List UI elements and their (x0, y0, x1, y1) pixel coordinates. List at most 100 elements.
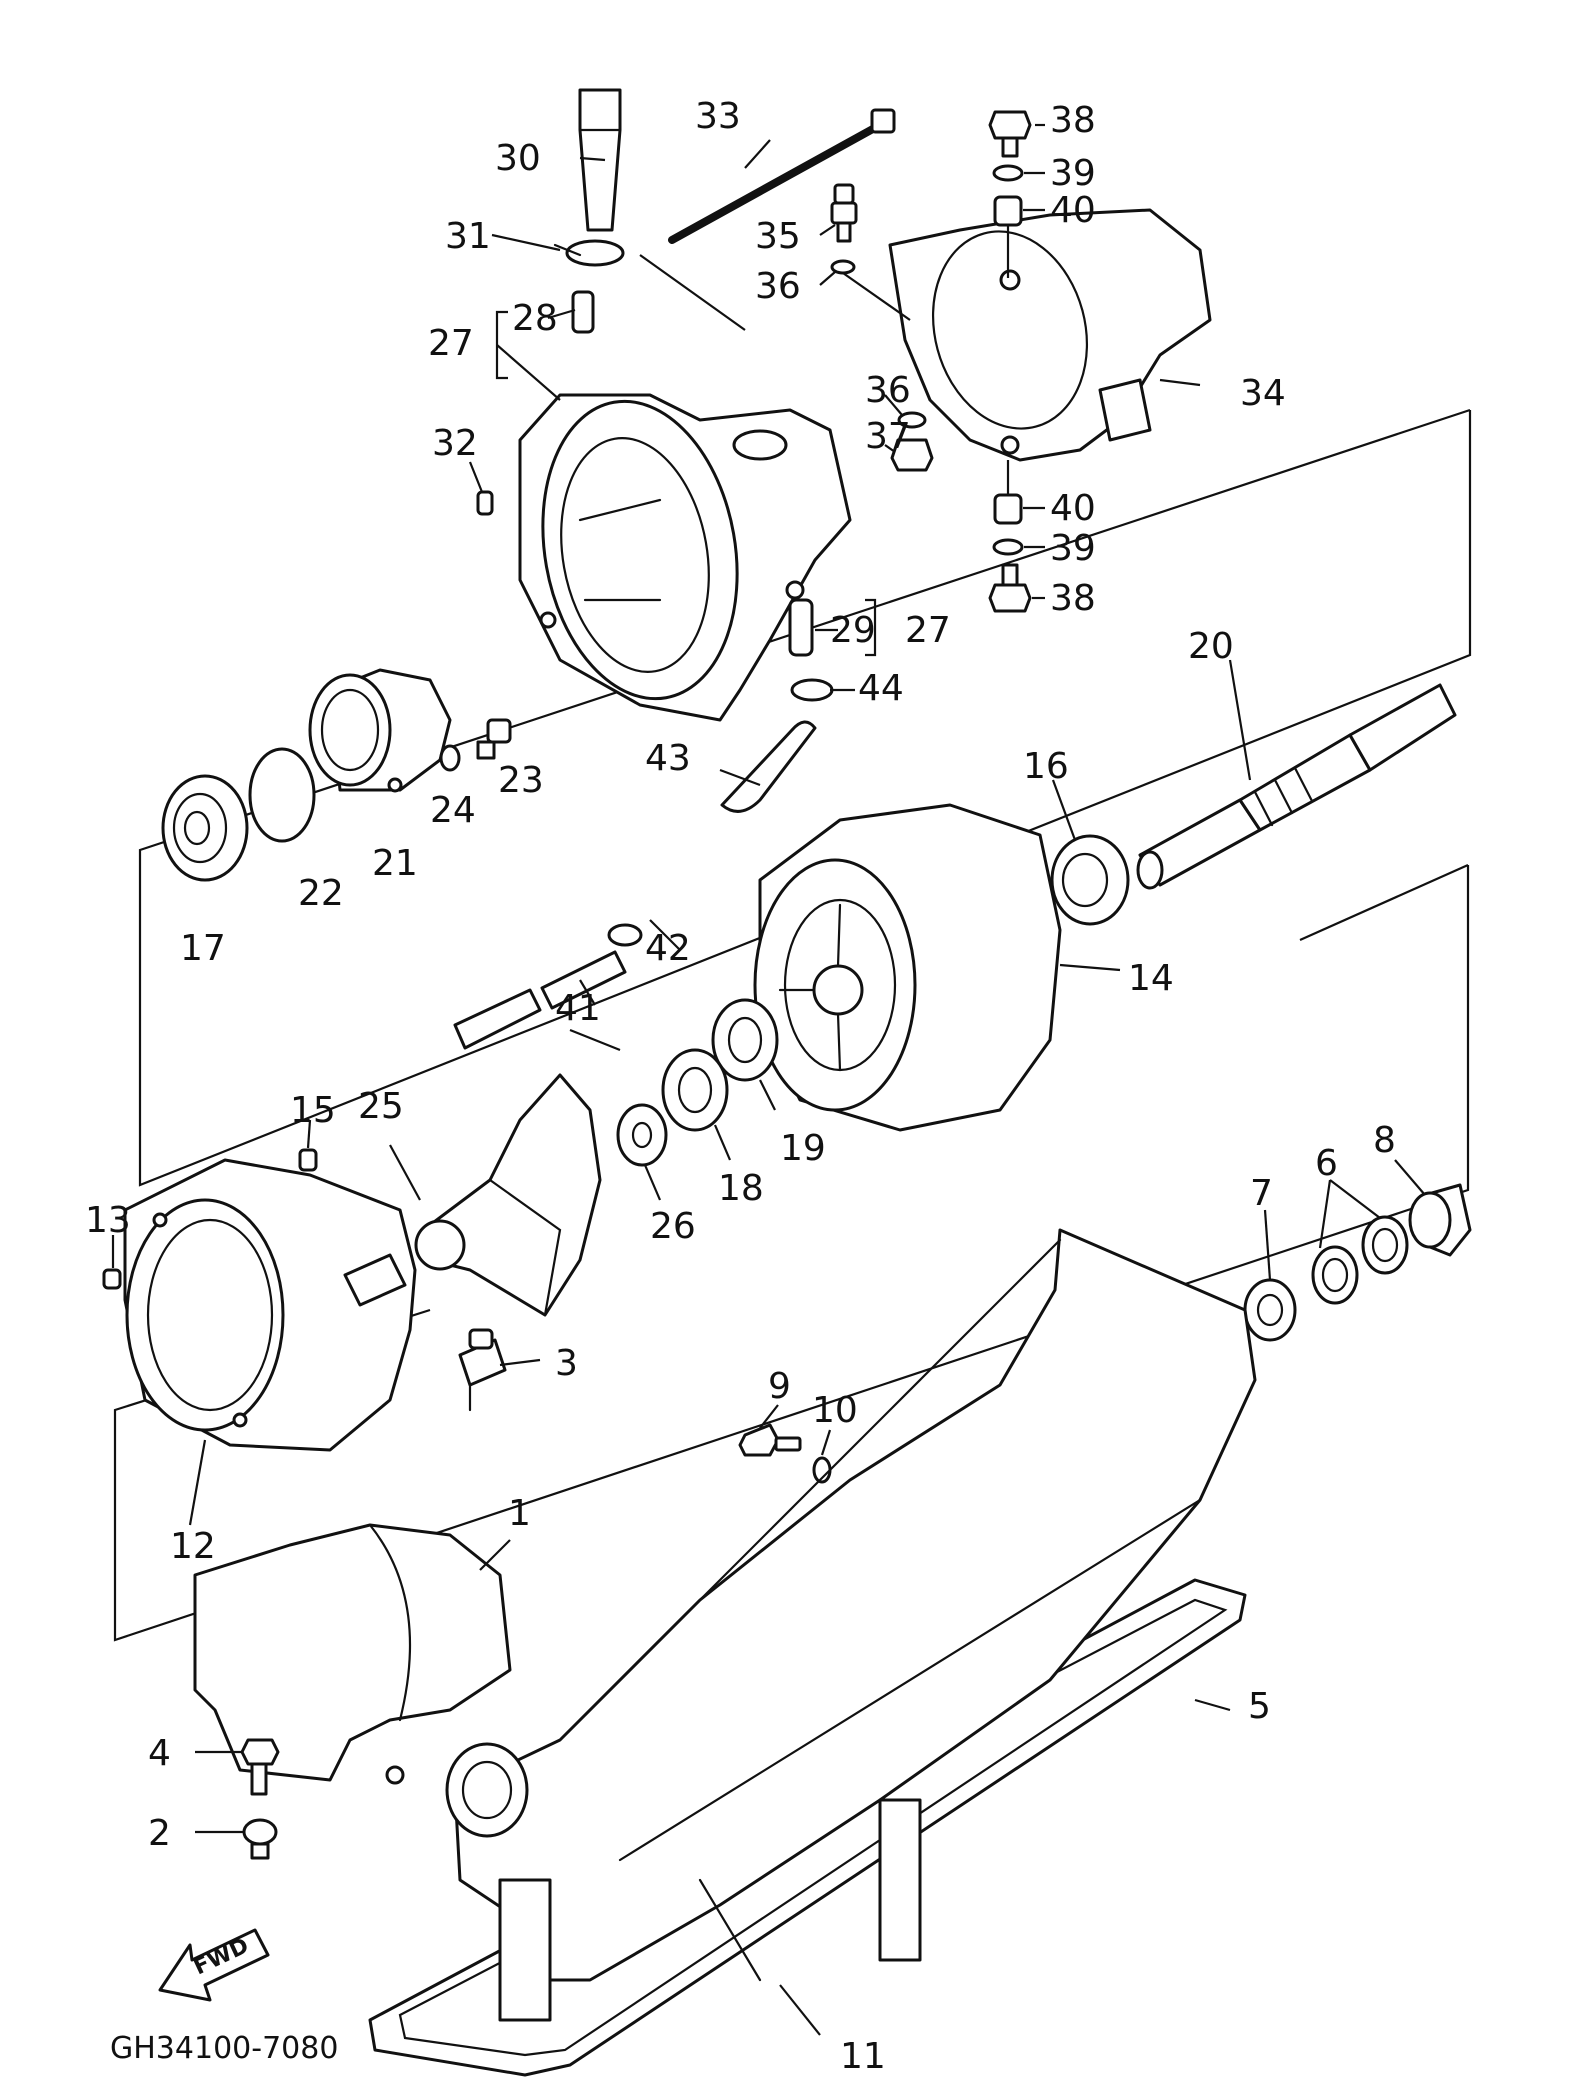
part-19-seal (711, 998, 779, 1082)
part-2-nut (242, 1818, 278, 1860)
callout-33: 33 (695, 96, 741, 137)
part-33-long-bolt (668, 108, 896, 244)
part-26-washer (616, 1103, 668, 1167)
callout-14: 14 (1128, 958, 1174, 999)
callout-43: 43 (645, 738, 691, 779)
callout-16: 16 (1023, 746, 1069, 787)
callout-8: 8 (1373, 1120, 1396, 1161)
callout-18: 18 (718, 1168, 764, 1209)
part-9-bolt (738, 1423, 802, 1457)
callout-13: 13 (85, 1200, 131, 1241)
callout-38-lower: 38 (1050, 578, 1096, 619)
part-20-drive-shaft (1136, 683, 1457, 890)
part-6-seals (1311, 1215, 1409, 1305)
part-40-collar-upper (993, 195, 1023, 227)
callout-36-upper: 36 (755, 266, 801, 307)
part-7-spline-gear (1243, 1278, 1297, 1342)
part-44-clamp (790, 678, 834, 702)
part-25-impeller (414, 1073, 602, 1317)
callout-3: 3 (555, 1343, 578, 1384)
callout-44: 44 (858, 668, 904, 709)
part-43-hose (720, 720, 817, 813)
callout-34: 34 (1240, 373, 1286, 414)
callout-27-lower: 27 (905, 610, 951, 651)
part-18-bearing (661, 1048, 729, 1132)
callout-35: 35 (755, 216, 801, 257)
part-31-clip (553, 239, 625, 267)
callout-39-upper: 39 (1050, 153, 1096, 194)
callout-17: 17 (180, 928, 226, 969)
part-5-intake-duct (445, 1228, 1257, 2022)
callout-labels: 1 2 3 4 5 6 7 8 9 10 11 12 13 14 15 16 1… (85, 96, 1396, 2077)
callout-27-upper: 27 (428, 323, 474, 364)
callout-38-upper: 38 (1050, 100, 1096, 141)
part-38-bolt-upper (988, 110, 1032, 158)
callout-22: 22 (298, 873, 344, 914)
part-22-o-ring (248, 747, 316, 843)
callout-39-lower: 39 (1050, 528, 1096, 569)
part-21-cap-housing (308, 668, 452, 793)
fwd-direction-arrow-icon (158, 1928, 270, 2002)
callout-31: 31 (445, 216, 491, 257)
callout-1: 1 (508, 1493, 531, 1534)
part-28-pin (571, 290, 595, 334)
part-35-grease-fitting (830, 183, 858, 243)
leader-33 (639, 254, 746, 331)
callout-15: 15 (290, 1090, 336, 1131)
callout-2: 2 (148, 1813, 171, 1854)
callout-28: 28 (512, 298, 558, 339)
callout-11: 11 (840, 2036, 886, 2077)
part-14-impeller-housing (753, 803, 1062, 1132)
callout-25: 25 (358, 1086, 404, 1127)
callout-29: 29 (830, 610, 876, 651)
part-3-anode (458, 1328, 507, 1412)
callout-10: 10 (812, 1390, 858, 1431)
part-12-pump-housing (123, 1158, 417, 1452)
part-38-bolt-lower (988, 563, 1032, 613)
callout-26: 26 (650, 1206, 696, 1247)
callout-23: 23 (498, 760, 544, 801)
callout-24: 24 (430, 790, 476, 831)
part-13-dowel (102, 1268, 122, 1290)
part-27-nozzle-housing (518, 393, 852, 722)
callout-42: 42 (645, 928, 691, 969)
callout-32: 32 (432, 423, 478, 464)
part-8-cap (1408, 1183, 1472, 1257)
leader-lines (111, 123, 1426, 2036)
part-39-washer-upper (992, 164, 1024, 182)
part-39-washer-lower (992, 538, 1024, 556)
part-1-cover (193, 1523, 512, 1785)
callout-19: 19 (780, 1128, 826, 1169)
part-4-bolt (240, 1738, 280, 1796)
callout-6: 6 (1315, 1143, 1338, 1184)
part-15-key (298, 1148, 318, 1172)
part-40-collar-lower (993, 493, 1023, 525)
callout-30: 30 (495, 138, 541, 179)
callout-12: 12 (170, 1526, 216, 1567)
part-23-bolt (476, 718, 512, 760)
part-24-washer (439, 744, 461, 772)
part-17-bearing (161, 774, 249, 882)
part-37-nut (890, 438, 934, 472)
callout-5: 5 (1248, 1686, 1271, 1727)
callout-40-upper: 40 (1050, 190, 1096, 231)
part-34-deflector (888, 208, 1212, 462)
part-41-pipe (453, 950, 627, 1050)
callout-37: 37 (865, 416, 911, 457)
part-42-clamp (607, 923, 643, 947)
callout-41: 41 (555, 988, 601, 1029)
part-16-bearing (1050, 834, 1130, 926)
part-29-bushing (788, 598, 814, 657)
callout-9: 9 (768, 1366, 791, 1407)
callout-36-lower: 36 (865, 370, 911, 411)
part-36-washer-upper (830, 259, 856, 275)
callout-40-lower: 40 (1050, 488, 1096, 529)
callout-7: 7 (1250, 1173, 1273, 1214)
part-32-dowel (476, 490, 494, 516)
part-36-washer-lower (897, 411, 927, 429)
callout-4: 4 (148, 1733, 171, 1774)
callout-20: 20 (1188, 626, 1234, 667)
callout-21: 21 (372, 843, 418, 884)
